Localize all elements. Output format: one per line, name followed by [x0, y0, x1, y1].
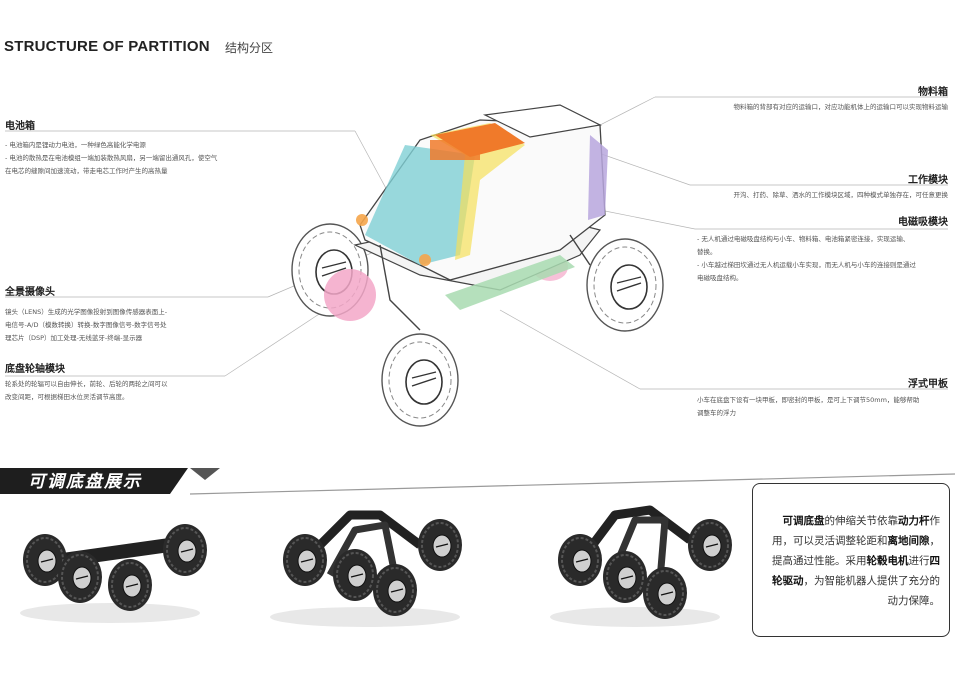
note-highlight-1: 可调底盘: [782, 515, 825, 527]
page-subtitle: 结构分区: [225, 41, 274, 55]
material-description: 物料箱的背部有对应的运输口，对应功能机体上的运输口可以实现物料运输: [648, 101, 949, 114]
tire-front-left-icon: [381, 333, 459, 427]
chassis-line-2: 改变间距，可根据梯田水位灵活调节高度。: [5, 393, 129, 401]
camera-line-3: 理芯片（DSP）加工处理-无线蓝牙-终端-显示器: [5, 334, 143, 342]
note-highlight-2: 动力杆: [898, 515, 930, 527]
camera-title: 全景摄像头: [5, 287, 55, 298]
battery-title: 电池箱: [5, 121, 35, 132]
note-highlight-3: 离地间隙: [887, 535, 930, 547]
banner-label: 可调底盘展示: [28, 472, 142, 492]
magnet-line-2: 替换。: [697, 248, 717, 256]
battery-box-icon: [365, 145, 475, 265]
work-title: 工作模块: [908, 175, 948, 186]
battery-line-2: - 电池的散热是在电池模组一端加装散热风扇，另一端留出通风孔，使空气: [5, 154, 218, 162]
camera-description: 镜头（LENS）生成的光学图像投射到图像传感器表面上- 电信号-A/D（模数转换…: [5, 306, 245, 345]
note-part-2: 的伸缩关节依靠: [824, 515, 899, 527]
note-part-4: 作用，可以灵活调整轮距和: [772, 515, 940, 547]
note-part-8: 进行: [908, 555, 930, 567]
material-title: 物料箱: [918, 87, 948, 98]
note-text: 可调底盘的伸缩关节依靠动力杆作用，可以灵活调整轮距和离地间隙，提高通过性能。采用…: [764, 511, 940, 611]
magnet-line-3: - 小车越过梯田坎通过无人机运载小车实现，而无人机与小车的连接则是通过: [697, 261, 916, 269]
float-title: 浮式甲板: [908, 379, 948, 390]
robot-illustration: [291, 104, 664, 427]
battery-line-3: 在电芯的缝隙间加速流动，带走电芯工作时产生的高热量: [5, 167, 168, 175]
camera-hub-icon: [324, 269, 376, 321]
note-part-6: ，提高通过性能。采用: [772, 535, 940, 567]
section-banner: [0, 468, 955, 495]
chassis-title: 底盘轮轴模块: [5, 364, 65, 375]
chassis-description: 轮系处的轮辐可以自由伸长，前轮、后轮的两轮之间可以 改变间距，可根据梯田水位灵活…: [5, 378, 225, 404]
battery-description: - 电池箱内是锂动力电池，一种绿色高能化学电源 - 电池的散热是在电池模组一端加…: [5, 139, 305, 178]
chassis-showcase: [20, 505, 733, 627]
chassis-config-mid: [270, 510, 463, 627]
float-description: 小车在底盘下设有一块甲板，即密封的甲板，是可上下调节50mm，能够帮助 调整车的…: [697, 394, 949, 420]
note-highlight-4: 轮毂电机: [866, 555, 909, 567]
page-title: STRUCTURE OF PARTITION: [4, 38, 210, 55]
work-description: 开沟、打药、除草、洒水的工作模块区域，四种模式单独存在，可任意更换: [648, 189, 949, 202]
magnet-title: 电磁吸模块: [898, 217, 948, 228]
float-line-1: 小车在底盘下设有一块甲板，即密封的甲板，是可上下调节50mm，能够帮助: [697, 396, 920, 404]
note-box: [752, 483, 950, 637]
magnet-line-4: 电磁吸盘结构。: [697, 274, 743, 282]
float-line-2: 调整车的浮力: [697, 409, 736, 417]
camera-line-1: 镜头（LENS）生成的光学图像投射到图像传感器表面上-: [5, 308, 168, 316]
magnet-module-icon: [588, 135, 608, 220]
work-module-icon: [430, 123, 525, 260]
tire-rear-right-icon: [586, 238, 664, 332]
work-line-1: 开沟、打药、除草、洒水的工作模块区域，四种模式单独存在，可任意更换: [733, 191, 949, 199]
chassis-config-high: [550, 505, 733, 627]
note-part-10: ，为智能机器人提供了充分的动力保障。: [803, 575, 941, 607]
note-highlight-5: 四轮驱动: [772, 555, 940, 587]
magnet-line-1: - 无人机通过电磁吸盘结构与小车、物料箱、电池箱紧密连接，实现运输、: [697, 235, 910, 243]
float-deck-icon: [445, 255, 575, 310]
chassis-config-low: [20, 523, 208, 623]
camera-line-2: 电信号-A/D（模数转换）转换-数字图像信号-数字信号处: [5, 321, 167, 329]
material-line-1: 物料箱的背部有对应的运输口，对应功能机体上的运输口可以实现物料运输: [733, 103, 949, 111]
magnet-description: - 无人机通过电磁吸盘结构与小车、物料箱、电池箱紧密连接，实现运输、 替换。 -…: [697, 233, 949, 285]
battery-line-1: - 电池箱内是锂动力电池，一种绿色高能化学电源: [5, 141, 146, 149]
chassis-line-1: 轮系处的轮辐可以自由伸长，前轮、后轮的两轮之间可以: [5, 380, 168, 388]
